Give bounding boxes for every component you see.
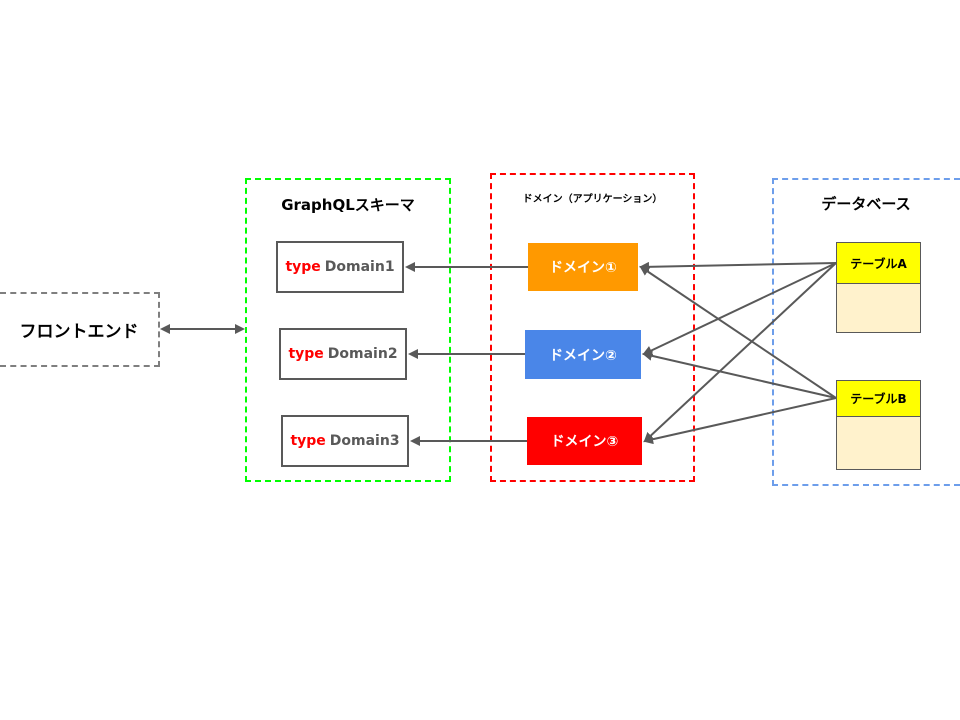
domain-group-title: ドメイン（アプリケーション） bbox=[522, 194, 663, 205]
frontend-box: フロントエンド bbox=[0, 292, 160, 367]
type-name: Domain2 bbox=[327, 346, 398, 362]
arrow-tableb-domain2 bbox=[642, 350, 837, 399]
type-box-domain3: type Domain3 bbox=[281, 415, 409, 467]
table-b-label: テーブルB bbox=[850, 392, 907, 406]
frontend-label: フロントエンド bbox=[19, 322, 139, 342]
arrow-tablea-domain2 bbox=[642, 262, 837, 356]
domain-box-1: ドメイン① bbox=[528, 243, 638, 291]
database-group bbox=[772, 178, 960, 486]
arrow-tablea-domain3 bbox=[643, 262, 837, 443]
domain-label: ドメイン② bbox=[549, 347, 617, 364]
domain-box-2: ドメイン② bbox=[525, 330, 641, 379]
domain-label: ドメイン① bbox=[549, 260, 617, 276]
table-b-body bbox=[836, 417, 921, 470]
schema-title: GraphQLスキーマ bbox=[281, 196, 415, 214]
table-a-body bbox=[836, 284, 921, 333]
database-title: データベース bbox=[821, 195, 911, 213]
table-b-header: テーブルB bbox=[836, 380, 921, 417]
domain-group bbox=[490, 173, 695, 482]
type-keyword: type bbox=[290, 433, 326, 449]
arrow-tableb-domain3 bbox=[643, 397, 837, 445]
type-box-domain2: type Domain2 bbox=[279, 328, 407, 380]
table-a-header: テーブルA bbox=[836, 242, 921, 284]
table-a-label: テーブルA bbox=[850, 256, 907, 271]
type-box-domain1: type Domain1 bbox=[276, 241, 404, 293]
type-keyword: type bbox=[288, 346, 324, 362]
arrow-tableb-domain1 bbox=[639, 265, 837, 399]
arrow-tablea-domain1 bbox=[639, 261, 837, 272]
type-name: Domain3 bbox=[329, 433, 400, 449]
domain-label: ドメイン③ bbox=[550, 434, 619, 450]
type-name: Domain1 bbox=[324, 259, 395, 275]
type-keyword: type bbox=[285, 259, 321, 275]
domain-box-3: ドメイン③ bbox=[527, 417, 642, 465]
schema-group bbox=[245, 178, 451, 482]
